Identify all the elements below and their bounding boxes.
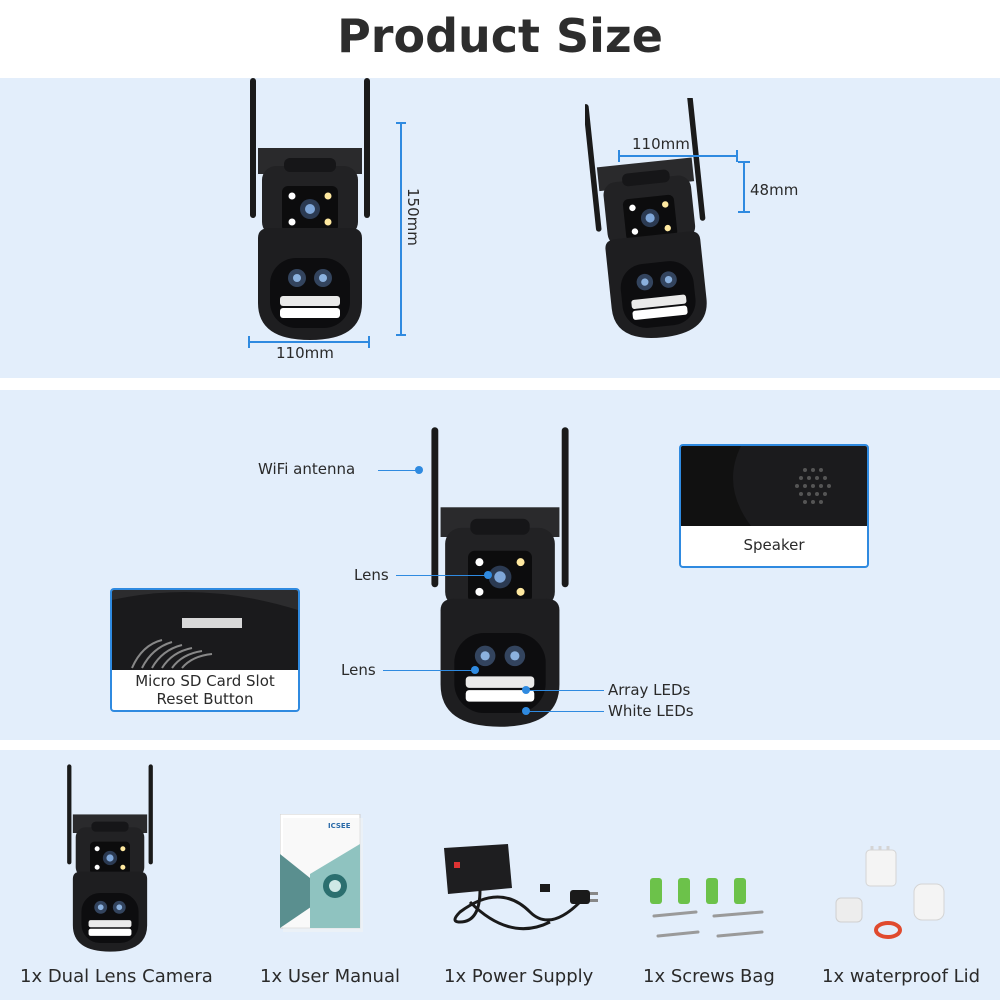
depth-dimension-line <box>743 161 745 213</box>
camera-front-image <box>250 78 370 340</box>
wifi-antenna-pointer <box>378 470 418 471</box>
sd-slot-label: Micro SD Card Slot <box>135 672 275 690</box>
speaker-card: Speaker <box>679 444 869 568</box>
white-leds-label: White LEDs <box>608 702 694 720</box>
height-dimension-cap-top <box>396 122 406 124</box>
side-width-cap-right <box>736 150 738 162</box>
package-item-camera: 1x Dual Lens Camera <box>20 966 213 987</box>
white-leds-dot <box>522 707 530 715</box>
array-leds-dot <box>522 686 530 694</box>
waterproof-lid-icon <box>835 846 945 939</box>
depth-cap-bottom <box>738 211 750 213</box>
wifi-antenna-dot <box>415 466 423 474</box>
side-width-cap-left <box>618 150 620 162</box>
dimensions-panel: 150mm 110mm 110mm 48mm <box>0 78 1000 378</box>
lens-top-pointer <box>396 575 486 576</box>
lens-bottom-dot <box>471 666 479 674</box>
depth-cap-top <box>738 161 750 163</box>
height-dimension-label: 150mm <box>404 188 422 246</box>
camera-feature-image <box>431 427 569 727</box>
sd-slot-closeup-image <box>112 590 298 670</box>
camera-icon <box>67 764 153 952</box>
speaker-closeup-image <box>681 446 867 526</box>
lens-bottom-label: Lens <box>341 661 376 679</box>
side-width-dimension-line <box>618 155 738 157</box>
speaker-label: Speaker <box>743 536 805 554</box>
height-dimension-cap-bottom <box>396 334 406 336</box>
manual-brand: ICSEE <box>328 822 351 830</box>
front-width-cap-left <box>248 336 250 348</box>
package-item-manual: 1x User Manual <box>260 966 400 987</box>
front-width-cap-right <box>368 336 370 348</box>
reset-button-label: Reset Button <box>156 690 254 708</box>
page-title: Product Size <box>337 9 663 63</box>
power-supply-icon <box>444 844 598 931</box>
height-dimension-line <box>400 122 402 336</box>
camera-side-image <box>585 98 715 338</box>
sd-slot-card: Micro SD Card Slot Reset Button <box>110 588 300 712</box>
wifi-antenna-label: WiFi antenna <box>258 460 356 478</box>
features-panel: WiFi antenna Lens Lens Array LEDs White … <box>0 390 1000 740</box>
front-width-dimension-line <box>248 341 370 343</box>
manual-icon: ICSEE <box>280 814 363 932</box>
package-panel: 1x Dual Lens Camera ICSEE 1x User Manual… <box>0 750 1000 1000</box>
package-item-power-supply: 1x Power Supply <box>444 966 594 987</box>
lens-top-label: Lens <box>354 566 389 584</box>
front-width-label: 110mm <box>276 344 334 362</box>
array-leds-label: Array LEDs <box>608 681 691 699</box>
package-item-waterproof-lid: 1x waterproof Lid <box>822 966 981 987</box>
lens-bottom-pointer <box>383 670 473 671</box>
side-width-label: 110mm <box>632 135 690 153</box>
lens-top-dot <box>484 571 492 579</box>
screws-icon <box>650 878 764 938</box>
package-item-screws: 1x Screws Bag <box>643 966 775 987</box>
white-leds-pointer <box>528 711 604 712</box>
array-leds-pointer <box>528 690 604 691</box>
depth-label: 48mm <box>750 181 799 199</box>
